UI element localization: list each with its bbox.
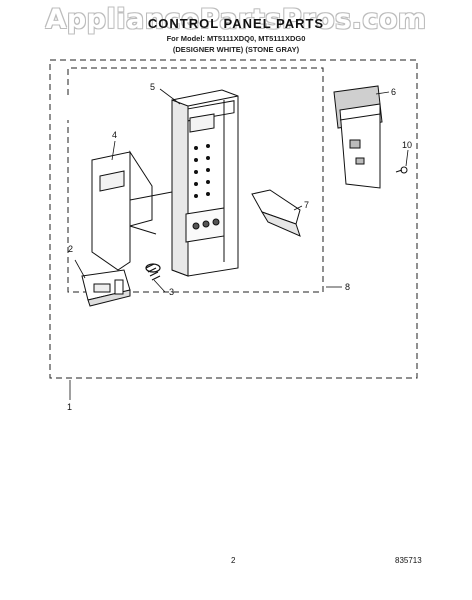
screw [395, 166, 408, 174]
leader-lines [69, 88, 409, 400]
diagram-title: CONTROL PANEL PARTS [147, 16, 325, 31]
callout-7: 7 [304, 200, 310, 210]
callout-4: 4 [112, 130, 118, 140]
callout-8: 8 [345, 282, 351, 292]
callout-2: 2 [68, 244, 74, 254]
callout-3: 3 [169, 287, 175, 297]
circuit-board [333, 85, 383, 189]
door-release-button [81, 269, 131, 307]
callout-10: 10 [402, 140, 413, 150]
assembly-8-boundary [67, 67, 324, 293]
model-line: For Model: MT5111XDQ0, MT5111XDG0 [166, 34, 306, 43]
callout-6: 6 [391, 87, 397, 97]
assembly-1-boundary [49, 59, 418, 379]
keypad-membrane [91, 150, 173, 271]
callout-1: 1 [67, 402, 73, 412]
spring [145, 263, 161, 281]
page-number: 2 [231, 556, 236, 565]
control-panel-housing [171, 89, 239, 277]
watermark: AppliancePartsPros.com [45, 4, 427, 35]
variant-line: (DESIGNER WHITE) (STONE GRAY) [172, 45, 300, 54]
callout-5: 5 [150, 82, 156, 92]
document-number: 835713 [395, 556, 422, 565]
latch-lever [251, 189, 301, 237]
